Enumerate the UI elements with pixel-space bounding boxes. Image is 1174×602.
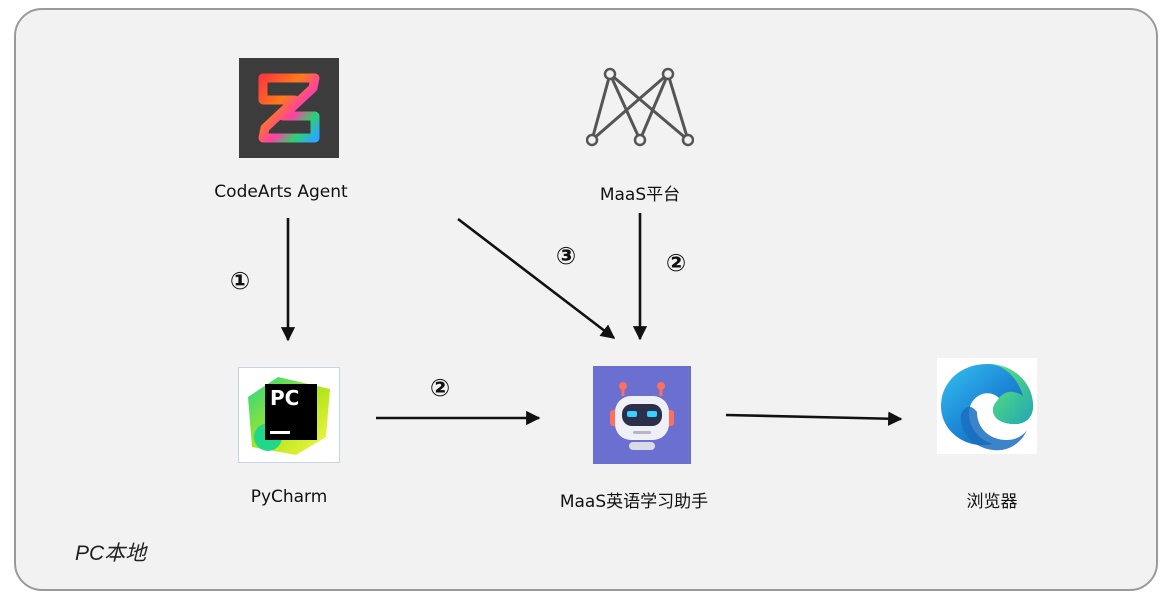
step-marker-3: ③ bbox=[555, 242, 577, 270]
edge-browser-icon bbox=[937, 358, 1037, 454]
pc-local-label: PC本地 bbox=[75, 542, 147, 565]
step-marker-2-maas: ② bbox=[665, 249, 687, 277]
robot-icon bbox=[593, 366, 691, 464]
step-marker-1: ① bbox=[229, 267, 251, 295]
maas-network-icon bbox=[585, 66, 695, 148]
codearts-agent-icon bbox=[239, 58, 339, 158]
step-marker-2-pycharm: ② bbox=[429, 374, 451, 402]
arrow-assistant-to-browser bbox=[725, 411, 903, 426]
pc-local-boundary bbox=[14, 8, 1158, 591]
arrow-codearts-to-assistant bbox=[457, 217, 616, 340]
assistant-label: MaaS英语学习助手 bbox=[559, 492, 709, 512]
browser-label: 浏览器 bbox=[966, 492, 1018, 512]
pycharm-icon-text: PC bbox=[270, 386, 300, 410]
pycharm-icon bbox=[238, 367, 340, 463]
codearts-agent-label: CodeArts Agent bbox=[214, 182, 348, 202]
pycharm-label: PyCharm bbox=[250, 487, 328, 507]
maas-platform-label: MaaS平台 bbox=[599, 185, 681, 205]
